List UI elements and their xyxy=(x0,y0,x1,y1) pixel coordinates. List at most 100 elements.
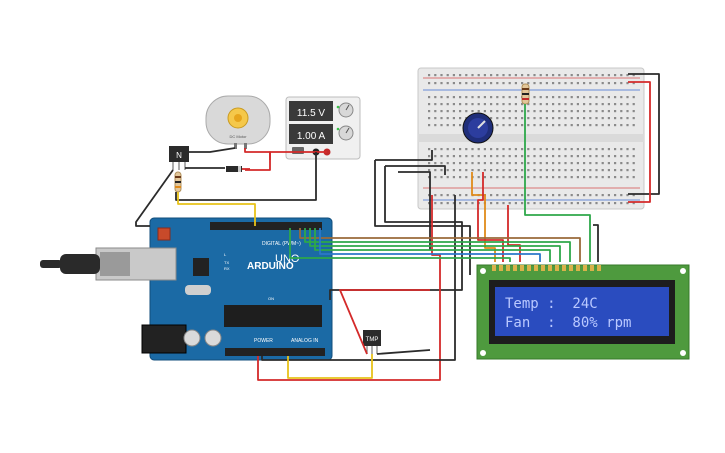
breadboard-hole xyxy=(539,155,542,158)
breadboard-hole xyxy=(620,103,623,106)
lcd-pin xyxy=(555,265,559,271)
breadboard-hole xyxy=(601,155,604,158)
breadboard-hole xyxy=(440,74,443,77)
wires xyxy=(135,73,660,381)
breadboard-hole xyxy=(626,96,629,99)
breadboard-hole xyxy=(570,194,573,197)
breadboard-hole xyxy=(434,194,437,197)
breadboard-hole xyxy=(614,74,617,77)
breadboard-hole xyxy=(620,110,623,113)
breadboard-hole xyxy=(471,202,474,205)
breadboard-hole xyxy=(446,117,449,120)
breadboard-hole xyxy=(545,194,548,197)
breadboard-hole xyxy=(601,169,604,172)
breadboard-hole xyxy=(539,103,542,106)
lcd-pin-header xyxy=(492,265,601,271)
breadboard-hole xyxy=(465,169,468,172)
breadboard-hole xyxy=(514,117,517,120)
breadboard-hole xyxy=(533,110,536,113)
breadboard-hole xyxy=(490,74,493,77)
breadboard-resistor xyxy=(521,83,530,105)
breadboard-hole xyxy=(490,117,493,120)
potentiometer[interactable] xyxy=(462,112,494,144)
breadboard-hole xyxy=(583,162,586,165)
breadboard-hole xyxy=(428,103,431,106)
wire-gnd xyxy=(261,195,456,361)
breadboard-hole xyxy=(471,169,474,172)
breadboard-hole xyxy=(589,117,592,120)
breadboard-hole xyxy=(545,103,548,106)
breadboard-hole xyxy=(595,162,598,165)
breadboard-hole xyxy=(465,202,468,205)
wire-bb-e xyxy=(398,171,431,250)
breadboard-hole xyxy=(483,96,486,99)
tx-label: TX xyxy=(224,260,229,265)
breadboard-hole xyxy=(514,176,517,179)
breadboard-hole xyxy=(564,110,567,113)
breadboard-hole xyxy=(552,162,555,165)
breadboard-hole xyxy=(514,148,517,151)
power-switch[interactable] xyxy=(292,147,304,154)
breadboard-hole xyxy=(446,74,449,77)
breadboard-hole xyxy=(521,176,524,179)
breadboard-hole xyxy=(452,110,455,113)
breadboard-hole xyxy=(527,110,530,113)
breadboard-hole xyxy=(428,155,431,158)
breadboard-hole xyxy=(533,117,536,120)
breadboard-hole xyxy=(496,148,499,151)
breadboard-hole xyxy=(576,155,579,158)
breadboard-hole xyxy=(558,82,561,85)
breadboard-hole xyxy=(533,155,536,158)
breadboard-hole xyxy=(552,82,555,85)
breadboard-hole xyxy=(452,176,455,179)
breadboard-hole xyxy=(452,162,455,165)
breadboard-hole xyxy=(558,96,561,99)
breadboard-hole xyxy=(570,202,573,205)
dc-jack xyxy=(141,324,187,354)
breadboard-hole xyxy=(533,148,536,151)
breadboard-hole xyxy=(607,155,610,158)
breadboard-hole xyxy=(508,82,511,85)
breadboard-hole xyxy=(496,155,499,158)
breadboard-hole xyxy=(521,148,524,151)
breadboard-hole xyxy=(595,82,598,85)
reset-button[interactable] xyxy=(157,227,171,241)
breadboard-hole xyxy=(545,110,548,113)
breadboard-hole xyxy=(583,103,586,106)
usb-cable xyxy=(60,254,100,274)
breadboard-hole xyxy=(545,169,548,172)
breadboard-hole xyxy=(452,96,455,99)
breadboard-hole xyxy=(539,82,542,85)
breadboard-hole xyxy=(552,148,555,151)
breadboard-hole xyxy=(632,74,635,77)
breadboard-hole xyxy=(428,96,431,99)
breadboard-hole xyxy=(632,110,635,113)
breadboard-hole xyxy=(490,176,493,179)
breadboard-hole xyxy=(446,155,449,158)
analog-power-header xyxy=(225,348,325,356)
breadboard-hole xyxy=(626,155,629,158)
breadboard-hole xyxy=(552,124,555,127)
breadboard-hole xyxy=(459,202,462,205)
breadboard-hole xyxy=(465,82,468,85)
lcd-pin xyxy=(520,265,524,271)
breadboard-hole xyxy=(465,162,468,165)
breadboard-hole xyxy=(583,169,586,172)
wire-motor-positive xyxy=(244,148,271,171)
breadboard-hole xyxy=(576,176,579,179)
breadboard-hole xyxy=(564,155,567,158)
breadboard-hole xyxy=(614,82,617,85)
breadboard-hole xyxy=(502,103,505,106)
breadboard-hole xyxy=(490,155,493,158)
breadboard-hole xyxy=(570,103,573,106)
breadboard-hole xyxy=(496,194,499,197)
lcd-display: Temp : 24C Fan : 80% rpm xyxy=(476,264,690,360)
breadboard-hole xyxy=(521,110,524,113)
breadboard-hole xyxy=(452,124,455,127)
breadboard-hole xyxy=(564,194,567,197)
breadboard-hole xyxy=(614,124,617,127)
breadboard-hole xyxy=(533,194,536,197)
breadboard-hole xyxy=(434,96,437,99)
breadboard-hole xyxy=(521,169,524,172)
breadboard-hole xyxy=(490,148,493,151)
